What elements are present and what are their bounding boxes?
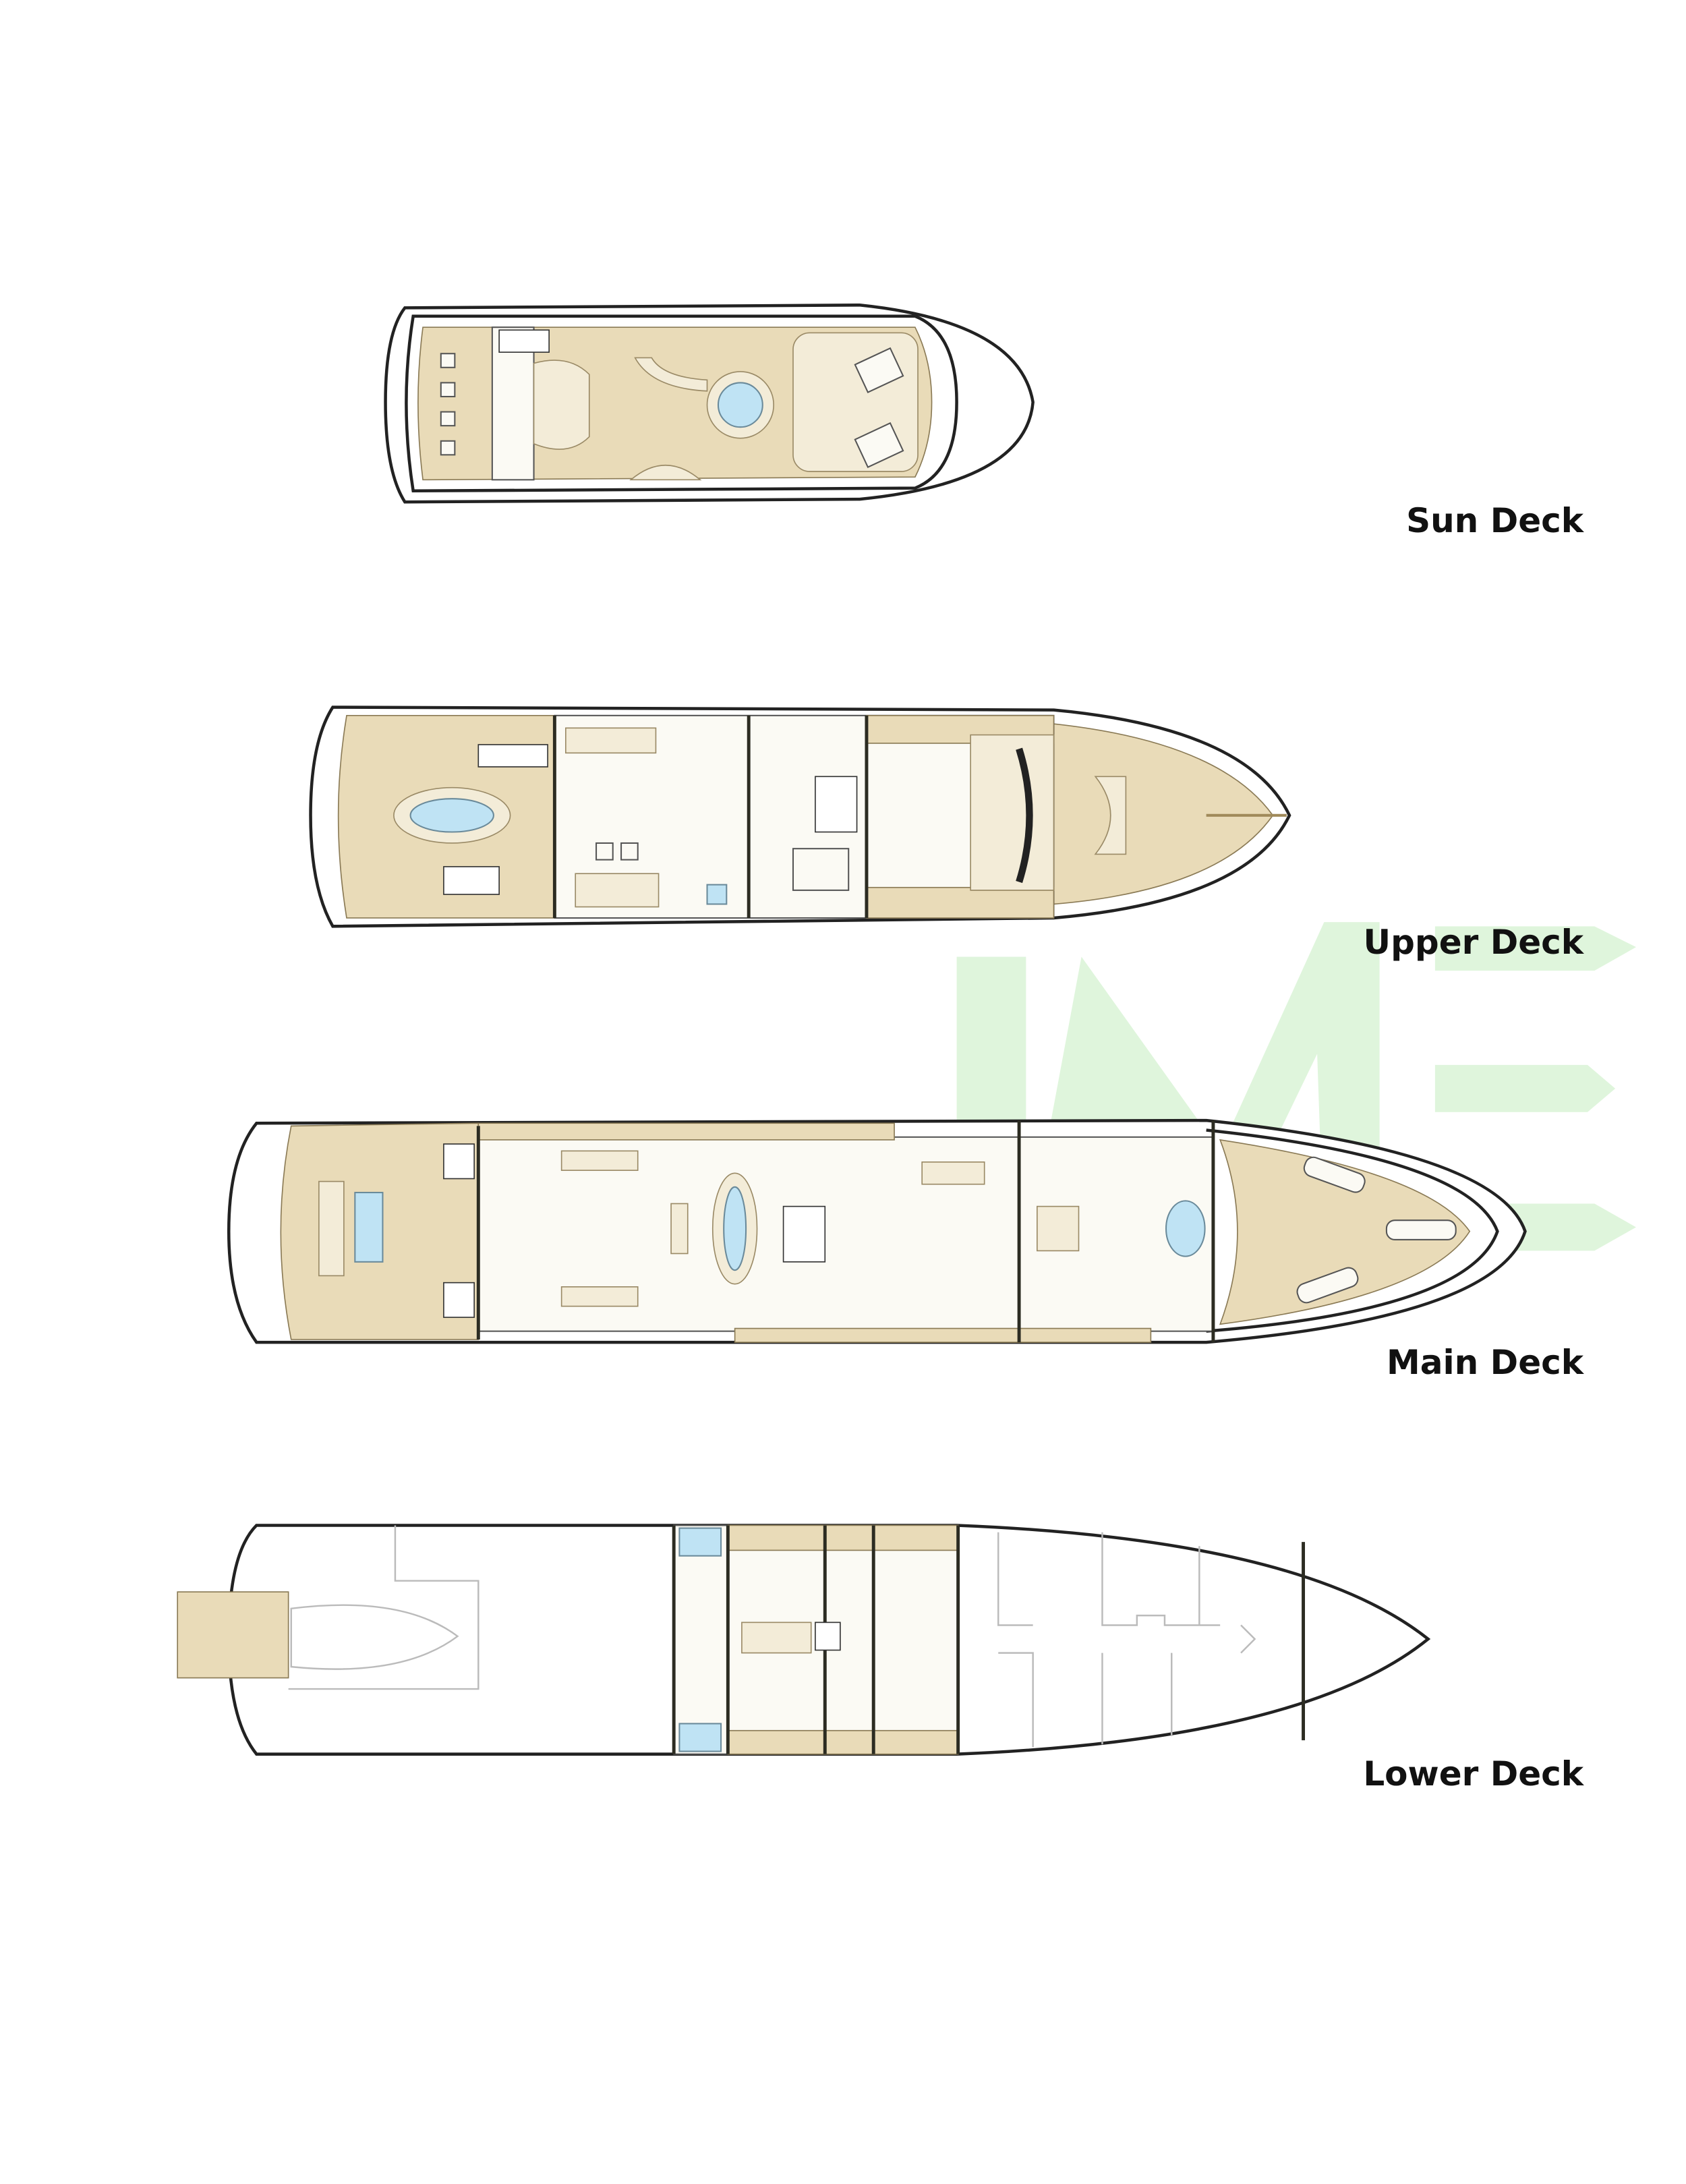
main-deck-plan[interactable] (227, 1118, 1527, 1344)
upper-deck-plan[interactable] (309, 706, 1291, 928)
deck-label-lower: Lower Deck (1363, 1754, 1583, 1793)
deck-label-main: Main Deck (1387, 1343, 1583, 1382)
sun-deck-plan[interactable] (384, 304, 1035, 504)
lower-deck-plan[interactable] (177, 1524, 1431, 1756)
deck-label-sun: Sun Deck (1406, 501, 1583, 540)
deck-label-upper: Upper Deck (1363, 923, 1583, 962)
